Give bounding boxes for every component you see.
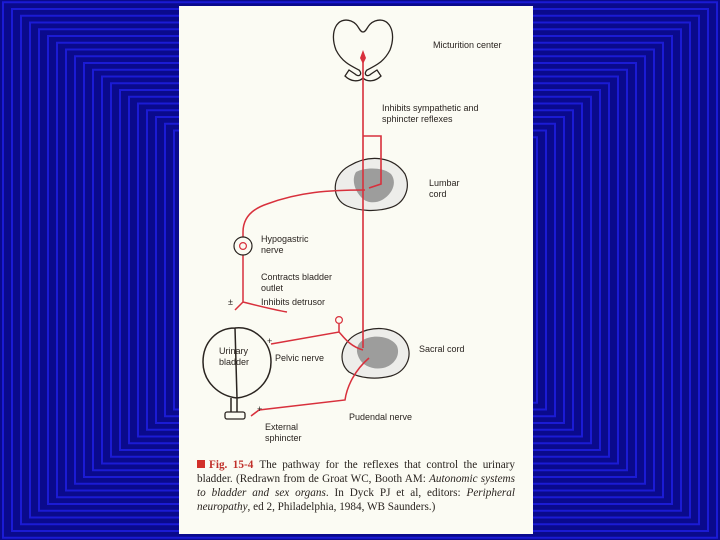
descending-pathway: [362, 58, 382, 348]
brainstem-section: [332, 19, 394, 82]
hypogastric-pathway: [234, 189, 366, 313]
label-sacral-cord: Sacral cord: [419, 344, 465, 354]
caption-italic-1: Autonomic systems to bladder and sex org…: [197, 473, 515, 499]
caption-text-2: . In Dyck PJ et al, editors:: [325, 487, 467, 499]
label-pudendal-nerve: Pudendal nerve: [349, 412, 413, 422]
caption-figure-number: Fig. 15-4: [209, 459, 254, 471]
lumbar-cord-section: [334, 157, 408, 212]
label-external-sphincter: External sphincter: [265, 422, 302, 443]
label-contracts-outlet: Contracts bladder outlet: [261, 272, 333, 293]
label-plus-minus: ±: [228, 297, 233, 307]
label-pelvic-nerve: Pelvic nerve: [275, 353, 325, 363]
pudendal-pathway: [250, 357, 370, 417]
bladder-reflex-diagram: [202, 19, 410, 420]
bladder-drawing: [202, 327, 272, 420]
caption-text-3: , ed 2, Philadelphia, 1984, WB Saunders.…: [247, 501, 436, 513]
sacral-cord-section: [341, 327, 410, 379]
caption-italic-2: Peripheral neuropathy: [197, 487, 515, 513]
micturition-center-marker: [360, 50, 366, 64]
hypogastric-ganglion: [233, 236, 253, 256]
label-plus-sphincter: +: [257, 404, 263, 414]
caption-text-1: The pathway for the reflexes that contro…: [197, 459, 515, 485]
label-urinary-bladder: Urinary bladder: [219, 346, 250, 367]
caption-marker-icon: [197, 460, 205, 468]
pelvic-pathway: [270, 324, 364, 351]
label-inhibits-detrusor: Inhibits detrusor: [261, 297, 326, 307]
label-inhibits-sympathetic: Inhibits sympathetic and sphincter refle…: [382, 103, 479, 124]
pelvic-ganglion: [335, 316, 344, 325]
textbook-page: Micturition center Inhibits sympathetic …: [179, 6, 533, 534]
label-lumbar-cord: Lumbar cord: [429, 178, 460, 199]
label-plus-pelvic: +: [267, 336, 273, 346]
label-micturition-center: Micturition center: [433, 40, 502, 50]
label-hypogastric-nerve: Hypogastric nerve: [261, 234, 309, 255]
